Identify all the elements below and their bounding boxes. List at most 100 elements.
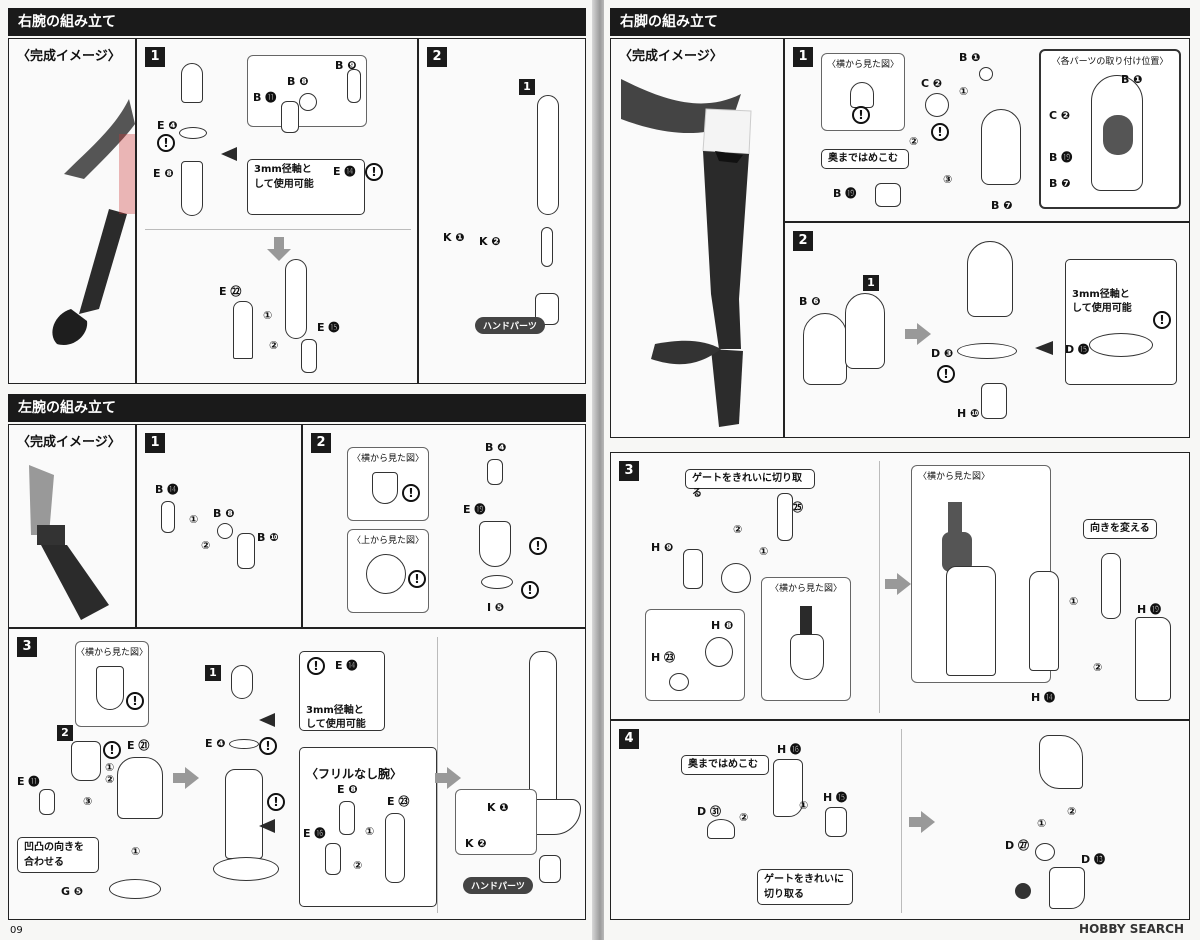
label-b1: B ❶ — [1121, 73, 1143, 86]
right-arm-step1-panel: 1 B ⓫ B ❽ B ❾ E ❹ ! E ❽ 3mm径軸と して使用可能 E … — [136, 38, 418, 384]
arrow-left-icon — [259, 713, 275, 727]
step-number: 2 — [793, 231, 813, 251]
label-e4: E ❹ — [205, 737, 226, 750]
label-h8: H ❽ — [711, 619, 734, 632]
right-leg-step2-panel: 2 1 B ❻ D ❸ ! H ❿ 3mm径軸と して使用可能 ! D ⓯ — [784, 222, 1190, 438]
circled-1: ① — [1069, 595, 1079, 608]
label-i5: I ❺ — [487, 601, 505, 614]
label-h19: H ⓳ — [1137, 603, 1162, 616]
warning-icon: ! — [1153, 311, 1171, 329]
part-shape — [281, 101, 299, 133]
warning-icon: ! — [529, 537, 547, 555]
part-shape — [803, 313, 847, 385]
label-h10: H ❿ — [957, 407, 980, 420]
part-shape — [875, 183, 901, 207]
part-shape — [325, 843, 341, 875]
step-ref: 2 — [57, 725, 73, 741]
label-k2: K ❷ — [479, 235, 501, 248]
right-arm-image-panel: 〈完成イメージ〉 — [8, 38, 136, 384]
part-shape — [109, 879, 161, 899]
part-shape — [229, 739, 259, 749]
label-h9: H ❾ — [651, 541, 674, 554]
part-shape — [237, 533, 255, 569]
part-shape — [385, 813, 405, 883]
side-view-box: 〈横から見た図〉 ! — [75, 641, 149, 727]
label-d15: D ⓯ — [1065, 343, 1089, 356]
side-view-title: 〈横から見た図〉 — [826, 60, 899, 70]
label-e8: E ❽ — [153, 167, 174, 180]
label-g5: G ❺ — [61, 885, 84, 898]
part-shape — [117, 757, 163, 819]
warning-icon: ! — [402, 484, 420, 502]
part-shape — [231, 665, 253, 699]
part-shape — [481, 575, 513, 589]
label-b19: B ⓳ — [1049, 151, 1073, 164]
divider — [901, 729, 902, 913]
label-e16: E ⓰ — [303, 827, 326, 840]
warning-icon: ! — [267, 793, 285, 811]
right-leg-image-label: 〈完成イメージ〉 — [619, 49, 723, 64]
part-shape — [800, 606, 812, 636]
right-arm-step2-panel: 2 1 K ❶ K ❷ ハンドパーツ — [418, 38, 586, 384]
part-shape — [942, 532, 972, 572]
circled-2: ② — [733, 523, 743, 536]
label-k2: K ❷ — [465, 837, 487, 850]
part-shape — [233, 301, 253, 359]
part-shape — [487, 459, 503, 485]
side-view-box: 〈横から見た図〉 — [761, 577, 851, 701]
hand-box — [455, 789, 537, 855]
left-arm-step1-panel: 1 B ⓮ B ❽ B ❿ ① ② — [136, 424, 302, 628]
divider — [145, 229, 411, 230]
left-arm-title: 左腕の組み立て — [8, 394, 586, 422]
label-e21: E ㉑ — [127, 739, 150, 752]
part-shape — [217, 523, 233, 539]
side-view-title: 〈横から見た図〉 — [76, 648, 149, 658]
right-page: 右脚の組み立て 〈完成イメージ〉 1 〈横から見た図〉 ! B ❶ C ❷ ! … — [604, 0, 1200, 940]
label-b8: B ❽ — [213, 507, 235, 520]
circled-1: ① — [189, 513, 199, 526]
circled-2: ② — [1067, 805, 1077, 818]
part-shape — [957, 343, 1017, 359]
circled-3: ③ — [83, 795, 93, 808]
step-number: 1 — [145, 47, 165, 67]
left-arm-step2-panel: 2 〈横から見た図〉 ! 〈上から見た図〉 ! B ❹ E ⓳ ! ! I ❺ — [302, 424, 586, 628]
part-shape — [705, 637, 733, 667]
warning-icon: ! — [157, 134, 175, 152]
circled-3: ③ — [943, 173, 953, 186]
label-e23: E ㉓ — [387, 795, 410, 808]
gate-clean-note: ゲートをきれいに 切り取る — [757, 869, 853, 905]
label-k1: K ❶ — [487, 801, 509, 814]
left-page: 右腕の組み立て 〈完成イメージ〉 1 B ⓫ B ❽ B ❾ E ❹ ! E ❽… — [0, 0, 596, 940]
part-shape — [946, 566, 996, 676]
part-shape — [479, 521, 511, 567]
right-leg-step1-panel: 1 〈横から見た図〉 ! B ❶ C ❷ ! 奥まではめこむ B ⓳ B ❼ ①… — [784, 38, 1190, 222]
part-shape — [372, 472, 398, 504]
change-direction-note: 向きを変える — [1083, 519, 1157, 539]
warning-icon: ! — [103, 741, 121, 759]
circled-2: ② — [353, 859, 363, 872]
part-shape — [301, 339, 317, 373]
part-shape — [981, 109, 1021, 185]
circled-2: ② — [105, 773, 115, 786]
circled-2: ② — [739, 811, 749, 824]
gate-clean-note: ゲートをきれいに切り取る — [685, 469, 815, 499]
right-arm-title: 右腕の組み立て — [8, 8, 586, 36]
align-note: 凹凸の向きを 合わせる — [17, 837, 99, 873]
part-shape — [347, 69, 361, 103]
right-leg-step4-panel: 4 奥まではめこむ H ⓰ H ⓯ D ㉛ ② ① ゲートをきれいに 切り取る … — [610, 720, 1190, 920]
warning-icon: ! — [937, 365, 955, 383]
label-d27: D ㉗ — [1005, 839, 1029, 852]
left-arm-image-label: 〈完成イメージ〉 — [17, 435, 121, 450]
hand-parts-tag: ハンドパーツ — [463, 877, 533, 894]
right-arm-finished-image — [52, 99, 135, 345]
part-shape — [181, 161, 203, 216]
circled-2: ② — [1093, 661, 1103, 674]
circled-2: ② — [269, 339, 279, 352]
side-view-title: 〈横から見た図〉 — [769, 584, 842, 594]
part-shape — [541, 227, 553, 267]
parts-position-title: 〈各パーツの取り付け位置〉 — [1051, 57, 1169, 67]
part-shape — [669, 673, 689, 691]
label-e14: E ⓮ — [333, 165, 356, 178]
arrow-right-icon — [909, 811, 935, 833]
label-h16: H ⓰ — [777, 743, 802, 756]
